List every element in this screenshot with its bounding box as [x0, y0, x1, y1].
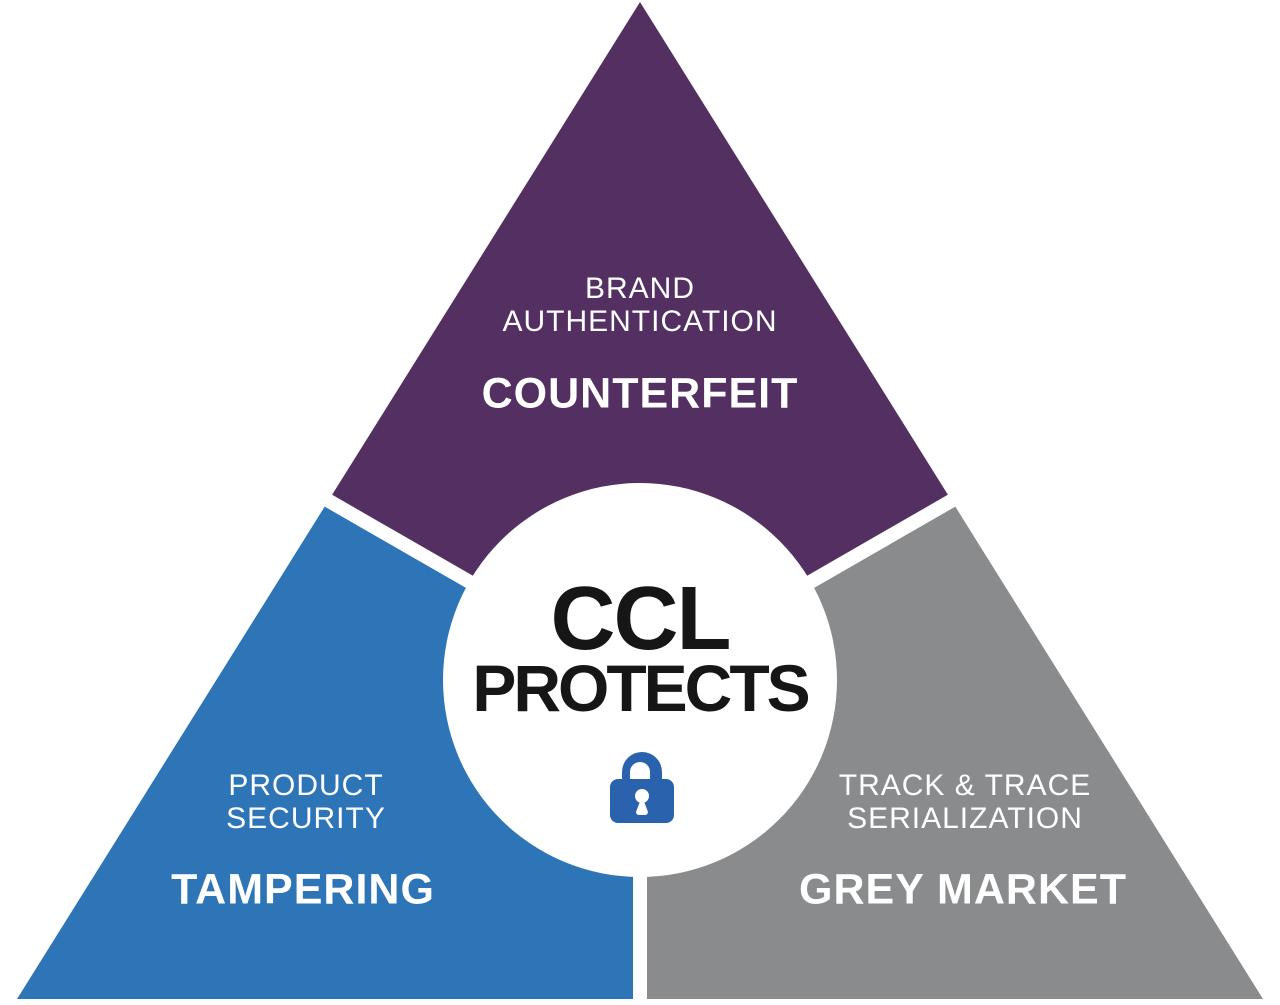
- segment-bottom-right-title: GREY MARKET: [799, 865, 1127, 914]
- segment-top-sublabel-line1: BRAND: [584, 272, 696, 305]
- segment-top-sublabel-line2: AUTHENTICATION: [502, 305, 778, 338]
- center-circle: [443, 483, 837, 877]
- center-title-line1: CCL: [550, 569, 732, 669]
- segment-bottom-left-sublabel-line1: PRODUCT: [228, 769, 384, 802]
- segment-top-title: COUNTERFEIT: [481, 369, 799, 418]
- segment-bottom-right-sublabel-line1: TRACK & TRACE: [838, 769, 1092, 802]
- segment-bottom-left-title: TAMPERING: [171, 865, 435, 914]
- lock-icon: [610, 752, 674, 823]
- center-title-line2: PROTECTS: [472, 651, 810, 725]
- segment-bottom-right-sublabel-line2: SERIALIZATION: [847, 802, 1083, 835]
- segment-bottom-left-sublabel-line2: SECURITY: [226, 802, 386, 835]
- segment-top-shape: [328, 2, 952, 680]
